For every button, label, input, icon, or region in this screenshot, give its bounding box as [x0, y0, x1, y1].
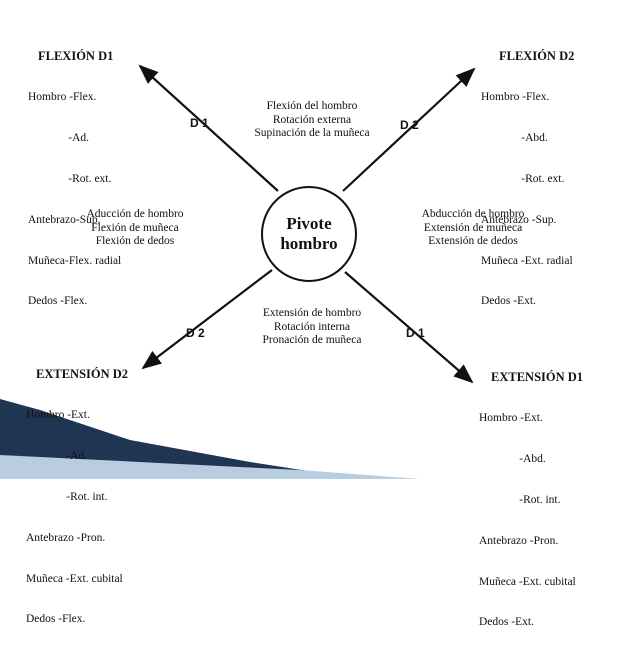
diagonal-label-lower-left: D 2: [186, 326, 205, 340]
block-title: FLEXIÓN D2: [499, 49, 575, 64]
center-line: Flexión del hombro: [266, 100, 358, 112]
block-line: Hombro -Ext.: [479, 412, 543, 425]
center-line: Rotación interna: [273, 320, 351, 333]
center-line: Pronación de muñeca: [262, 334, 362, 347]
block-line: Antebrazo -Pron.: [479, 534, 559, 547]
block-flexion-d2: FLEXIÓN D2 Hombro -Flex. -Abd. -Rot. ext…: [481, 22, 574, 336]
block-title: FLEXIÓN D1: [38, 49, 114, 64]
arrow-upper-left: [138, 64, 279, 192]
block-line: -Rot. ext.: [28, 172, 112, 185]
block-line: Antebrazo-Sup.: [28, 213, 101, 226]
block-line: Antebrazo -Sup.: [481, 213, 557, 226]
arrow-lower-right: [344, 271, 474, 384]
center-text-bottom: Extensión de hombro Rotación interna Pro…: [232, 307, 392, 348]
block-line: -Ad.: [28, 132, 90, 145]
block-line: -Ad.: [26, 450, 88, 463]
block-line: -Abd.: [479, 453, 546, 466]
block-line: Hombro -Ext.: [26, 409, 90, 422]
center-line: Extensión de dedos: [428, 235, 518, 248]
diagonal-label-upper-left: D 1: [190, 116, 209, 130]
block-line: Hombro -Flex.: [481, 91, 550, 104]
center-line: Flexión de muñeca: [91, 221, 179, 234]
block-line: Antebrazo -Pron.: [26, 531, 106, 544]
center-text-left: Aducción de hombro Flexión de muñeca Fle…: [55, 208, 215, 249]
center-text-right: Abducción de hombro Extensión de muñeca …: [393, 208, 553, 249]
block-flexion-d1: FLEXIÓN D1 Hombro -Flex. -Ad. -Rot. ext.…: [28, 22, 121, 336]
arrow-lower-left: [141, 269, 273, 370]
diagram-arrows: [0, 64, 476, 479]
pivot-hub-circle: Pivote hombro: [261, 186, 357, 282]
block-line: Muñeca -Ext. cubital: [479, 575, 576, 588]
block-line: -Rot. int.: [26, 490, 108, 503]
hub-line-2: hombro: [280, 234, 338, 253]
block-line: Dedos -Flex.: [26, 613, 86, 626]
block-title: EXTENSIÓN D1: [491, 370, 584, 385]
decor-swoosh-light: [0, 455, 420, 479]
center-line: Extensión de hombro: [262, 307, 362, 319]
block-line: Muñeca -Ext. cubital: [26, 572, 123, 585]
block-line: Muñeca-Flex. radial: [28, 254, 122, 267]
block-line: -Abd.: [481, 132, 548, 145]
center-line: Extensión de muñeca: [423, 221, 523, 234]
hub-line-1: Pivote: [286, 214, 332, 233]
center-line: Abducción de hombro: [421, 208, 525, 220]
block-line: -Rot. int.: [479, 493, 561, 506]
diagonal-label-upper-right: D 2: [400, 118, 419, 132]
center-line: Rotación externa: [272, 113, 352, 126]
block-line: Hombro -Flex.: [28, 91, 97, 104]
block-line: Dedos -Flex.: [28, 295, 88, 308]
block-title: EXTENSIÓN D2: [36, 367, 129, 382]
block-line: Dedos -Ext.: [481, 295, 536, 308]
block-extension-d1: EXTENSIÓN D1 Hombro -Ext. -Abd. -Rot. in…: [479, 343, 583, 657]
diagram-stage: Pivote hombro FLEXIÓN D1 Hombro -Flex. -…: [0, 22, 583, 628]
block-line: Muñeca -Ext. radial: [481, 254, 573, 267]
center-text-top: Flexión del hombro Rotación externa Supi…: [232, 100, 392, 141]
center-line: Aducción de hombro: [86, 208, 184, 220]
decor-swoosh-dark: [0, 399, 360, 479]
center-line: Supinación de la muñeca: [254, 127, 370, 140]
block-extension-d2: EXTENSIÓN D2 Hombro -Ext. -Ad. -Rot. int…: [26, 340, 128, 654]
block-line: Dedos -Ext.: [479, 616, 534, 629]
diagonal-label-lower-right: D 1: [406, 326, 425, 340]
arrow-upper-right: [342, 67, 476, 192]
center-line: Flexión de dedos: [95, 235, 175, 248]
block-line: -Rot. ext.: [481, 172, 565, 185]
